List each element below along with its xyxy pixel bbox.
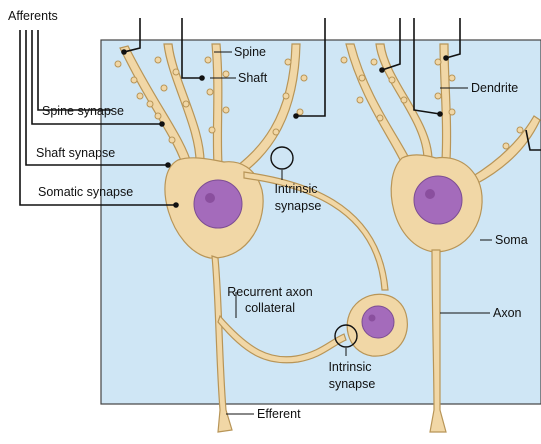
label-intrinsic-synapse-bottom-2: synapse xyxy=(329,377,376,391)
label-afferents: Afferents xyxy=(8,9,58,23)
label-shaft: Shaft xyxy=(238,71,268,85)
label-axon: Axon xyxy=(493,306,522,320)
label-recurrent-1: Recurrent axon xyxy=(227,285,313,299)
label-dendrite: Dendrite xyxy=(471,81,518,95)
label-intrinsic-synapse-top-2: synapse xyxy=(275,199,322,213)
label-soma: Soma xyxy=(495,233,528,247)
label-somatic-synapse: Somatic synapse xyxy=(38,185,133,199)
interneuron xyxy=(347,294,407,356)
label-intrinsic-synapse-top-1: Intrinsic xyxy=(274,182,317,196)
label-recurrent-2: collateral xyxy=(245,301,295,315)
label-shaft-synapse: Shaft synapse xyxy=(36,146,115,160)
label-efferent: Efferent xyxy=(257,407,301,421)
label-spine: Spine xyxy=(234,45,266,59)
label-spine-synapse: Spine synapse xyxy=(42,104,124,118)
right-nucleus xyxy=(414,176,462,224)
label-intrinsic-synapse-bottom-1: Intrinsic xyxy=(328,360,371,374)
left-nucleus xyxy=(194,180,242,228)
